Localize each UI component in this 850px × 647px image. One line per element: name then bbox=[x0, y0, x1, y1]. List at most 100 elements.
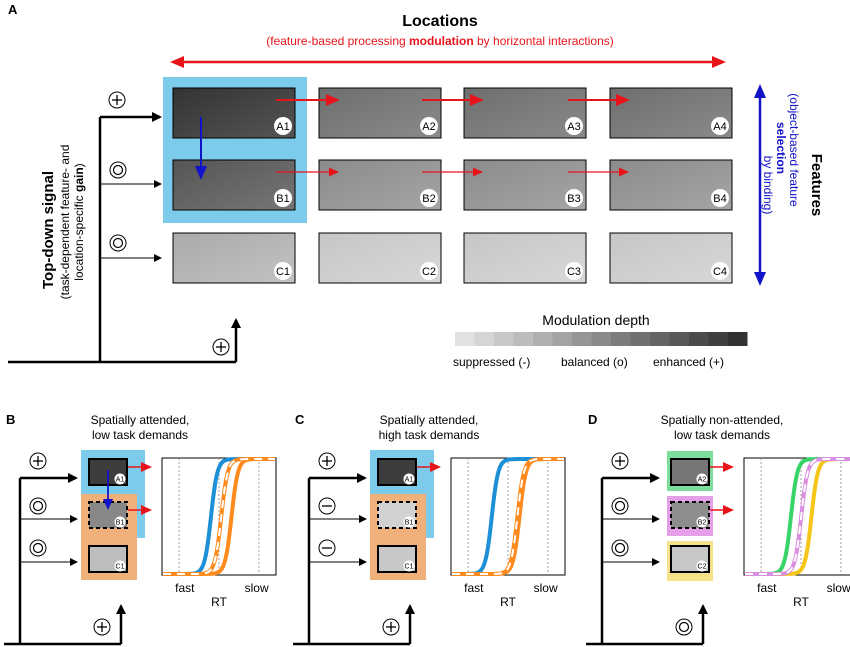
topdown-axes bbox=[586, 473, 708, 646]
axis-label-rt: RT bbox=[793, 595, 809, 609]
panel-title-line-2: low task demands bbox=[674, 428, 770, 442]
cell-label: B3 bbox=[567, 193, 580, 205]
scale-step bbox=[591, 332, 611, 346]
tick-fast: fast bbox=[757, 581, 777, 595]
cell-b1: B1 bbox=[377, 501, 417, 529]
sign-row-1 bbox=[318, 452, 336, 470]
sign-row-1 bbox=[611, 452, 629, 470]
rt-curve-dash bbox=[745, 458, 850, 575]
features-sub-1: (object-based feature bbox=[787, 93, 801, 207]
scale-step bbox=[455, 332, 475, 346]
sign-row-2 bbox=[318, 497, 336, 515]
horizontal-double-arrow bbox=[170, 56, 726, 68]
legend-title: Modulation depth bbox=[542, 312, 649, 328]
features-title: Features bbox=[808, 154, 825, 217]
panel-title-line-1: Spatially attended, bbox=[91, 413, 190, 427]
cell-label: C4 bbox=[713, 266, 727, 278]
topdown-axes bbox=[293, 473, 415, 646]
cell-a4: A4 bbox=[609, 87, 733, 139]
cell-label: B1 bbox=[276, 193, 289, 205]
cell-c4: C4 bbox=[609, 232, 733, 284]
rt-curve-dash bbox=[163, 458, 275, 575]
cell-a1: A1 bbox=[172, 87, 296, 139]
scale-step bbox=[552, 332, 572, 346]
panel-letter: D bbox=[588, 412, 597, 427]
locations-subtitle: (feature-based processing modulation by … bbox=[266, 34, 614, 48]
sign-plus-row-a bbox=[108, 91, 126, 109]
panel-letter: C bbox=[295, 412, 305, 427]
cell-a3: A3 bbox=[463, 87, 587, 139]
axis-label-rt: RT bbox=[500, 595, 516, 609]
legend-label-balanced: balanced (o) bbox=[561, 355, 628, 369]
cell-b1: B1 bbox=[172, 159, 296, 211]
features-sub-2: selection bbox=[774, 122, 788, 174]
binding-arrow bbox=[195, 117, 207, 180]
scale-step bbox=[513, 332, 533, 346]
topdown-sub-2: location-specific gain) bbox=[72, 163, 86, 280]
cell-label: A3 bbox=[567, 121, 580, 133]
horizontal-arrows bbox=[710, 462, 734, 515]
cell-c3: C3 bbox=[463, 232, 587, 284]
scale-step bbox=[689, 332, 709, 346]
axis-label-rt: RT bbox=[211, 595, 227, 609]
scale-step bbox=[533, 332, 553, 346]
scale-step bbox=[611, 332, 631, 346]
tick-slow: slow bbox=[827, 581, 850, 595]
cell-label: C2 bbox=[422, 266, 436, 278]
locations-title: Locations bbox=[402, 13, 478, 30]
scale-step bbox=[708, 332, 728, 346]
rt-curve-dash bbox=[452, 458, 564, 575]
tick-fast: fast bbox=[175, 581, 195, 595]
cell-label: B2 bbox=[422, 193, 435, 205]
sign-plus-bottom bbox=[212, 338, 230, 356]
cell-c2: C2 bbox=[318, 232, 442, 284]
sign-row-3 bbox=[611, 539, 629, 557]
cell-label: C1 bbox=[405, 564, 414, 571]
scale-step bbox=[474, 332, 494, 346]
cell-b2: B2 bbox=[670, 501, 710, 529]
scale-step bbox=[630, 332, 650, 346]
scale-step bbox=[669, 332, 689, 346]
cell-label: A4 bbox=[713, 121, 726, 133]
features-sub-3: by binding) bbox=[761, 156, 775, 215]
cell-b4: B4 bbox=[609, 159, 733, 211]
horizontal-arrows bbox=[417, 462, 441, 472]
scale-step bbox=[650, 332, 670, 346]
cell-label: A1 bbox=[405, 477, 414, 484]
topdown-title: Top-down signal bbox=[40, 171, 57, 289]
cell-label: B4 bbox=[713, 193, 726, 205]
panel-title-line-2: high task demands bbox=[379, 428, 480, 442]
topdown-sub-1: (task-dependent feature- and bbox=[58, 145, 72, 300]
legend-label-suppressed: suppressed (-) bbox=[453, 355, 530, 369]
cell-label: C1 bbox=[276, 266, 290, 278]
sign-row-3 bbox=[29, 539, 47, 557]
cell-c1: C1 bbox=[88, 545, 128, 573]
scale-step bbox=[572, 332, 592, 346]
sign-bottom bbox=[382, 618, 400, 636]
sign-bottom bbox=[675, 618, 693, 636]
sign-row-3 bbox=[318, 539, 336, 557]
cell-label: A1 bbox=[116, 477, 125, 484]
legend-label-enhanced: enhanced (+) bbox=[653, 355, 724, 369]
cell-a2: A2 bbox=[670, 458, 710, 486]
sign-row-2 bbox=[611, 497, 629, 515]
cell-b2: B2 bbox=[318, 159, 442, 211]
cell-label: B2 bbox=[698, 520, 707, 527]
cell-label: B1 bbox=[405, 520, 414, 527]
tick-slow: slow bbox=[245, 581, 269, 595]
scale-step bbox=[728, 332, 748, 346]
cell-label: A2 bbox=[422, 121, 435, 133]
cell-c2: C2 bbox=[670, 545, 710, 573]
topdown-axes bbox=[8, 112, 241, 364]
cell-c1: C1 bbox=[172, 232, 296, 284]
modulation-depth-scale bbox=[455, 332, 748, 346]
cell-label: A1 bbox=[276, 121, 289, 133]
binding-arrow bbox=[103, 470, 113, 510]
sign-balanced-row-c bbox=[109, 234, 127, 252]
panel-letter: B bbox=[6, 412, 15, 427]
panel-a-letter: A bbox=[8, 2, 18, 17]
